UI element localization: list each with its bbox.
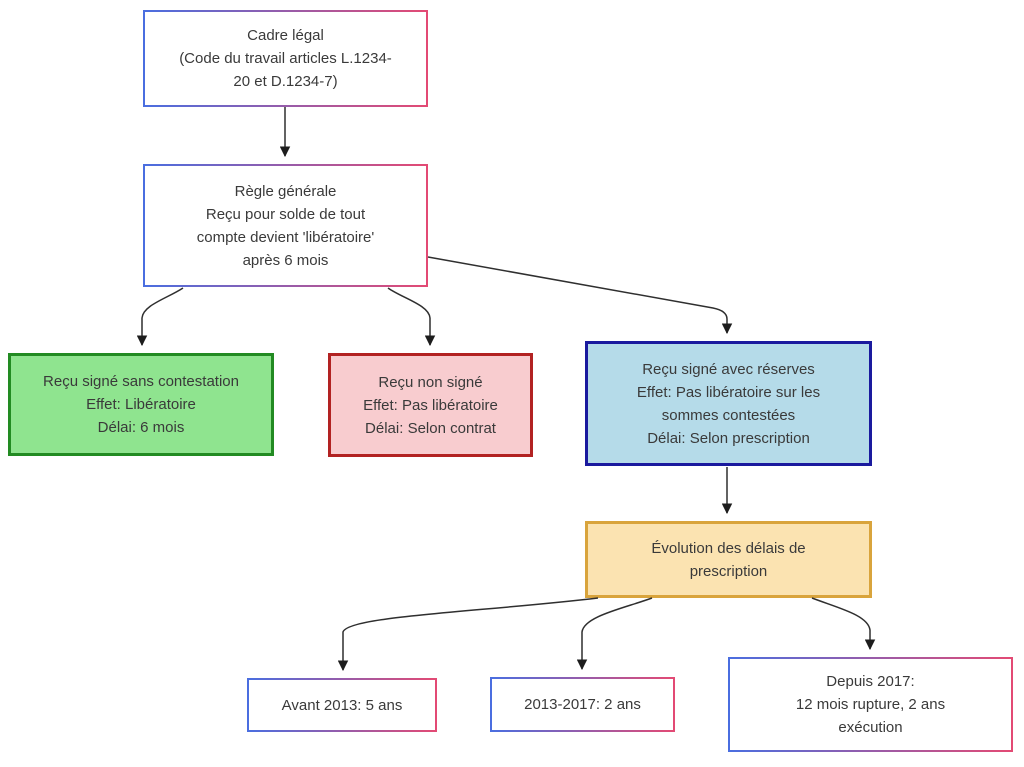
arrow-rule-to-unsigned xyxy=(387,287,436,347)
node-cadre-legal: Cadre légal (Code du travail articles L.… xyxy=(143,10,428,107)
node-text-line: 20 et D.1234-7) xyxy=(233,73,338,90)
node-text-line: Délai: Selon contrat xyxy=(365,419,496,437)
node-text-line: Délai: Selon prescription xyxy=(647,429,810,447)
node-avant-2013: Avant 2013: 5 ans xyxy=(247,678,437,732)
node-depuis-2017: Depuis 2017: 12 mois rupture, 2 ans exéc… xyxy=(728,657,1013,752)
node-text-line: Avant 2013: 5 ans xyxy=(281,696,403,714)
node-text-line: 12 mois rupture, 2 ans xyxy=(795,696,946,713)
node-evolution-delais-prescription: Évolution des délais de prescription xyxy=(585,521,872,598)
node-recu-signe-avec-reserves: Reçu signé avec réserves Effet: Pas libé… xyxy=(585,341,872,466)
node-text-line: compte devient 'libératoire' xyxy=(196,228,375,246)
node-recu-non-signe: Reçu non signé Effet: Pas libératoire Dé… xyxy=(328,353,533,457)
node-text-line: prescription xyxy=(689,562,768,580)
node-text-line: sommes contestées xyxy=(661,406,796,424)
node-text-line: exécution xyxy=(838,719,903,736)
arrow-rule-to-signed xyxy=(136,287,184,347)
node-recu-signe-sans-contestation: Reçu signé sans contestation Effet: Libé… xyxy=(8,353,274,456)
node-text-line: après 6 mois xyxy=(242,251,329,269)
node-text-line: Cadre légal xyxy=(247,27,324,44)
arrow-evolution-to-period xyxy=(576,597,653,671)
node-text-line: Reçu signé sans contestation xyxy=(43,373,239,390)
node-text-line: 2013-2017: 2 ans xyxy=(524,696,641,713)
arrow-rule-to-reserves xyxy=(427,256,733,335)
node-text-line: Reçu pour solde de tout xyxy=(205,205,366,223)
node-text-line: Règle générale xyxy=(234,182,337,200)
node-text-line: Effet: Libératoire xyxy=(86,396,196,413)
node-text-line: (Code du travail articles L.1234- xyxy=(179,50,392,67)
node-text-line: Évolution des délais de xyxy=(651,539,806,557)
arrow-evolution-to-since2017 xyxy=(811,597,876,651)
node-text-line: Effet: Pas libératoire sur les xyxy=(636,383,821,401)
node-text-line: Effet: Pas libératoire xyxy=(363,396,498,414)
node-text-line: Reçu signé avec réserves xyxy=(642,360,815,378)
node-text-line: Délai: 6 mois xyxy=(97,419,185,436)
node-regle-generale: Règle générale Reçu pour solde de tout c… xyxy=(143,164,428,287)
node-text-line: Depuis 2017: xyxy=(826,673,915,690)
node-text-line: Reçu non signé xyxy=(378,373,483,391)
arrow-evolution-to-before2013 xyxy=(337,597,599,672)
node-2013-2017: 2013-2017: 2 ans xyxy=(490,677,675,732)
